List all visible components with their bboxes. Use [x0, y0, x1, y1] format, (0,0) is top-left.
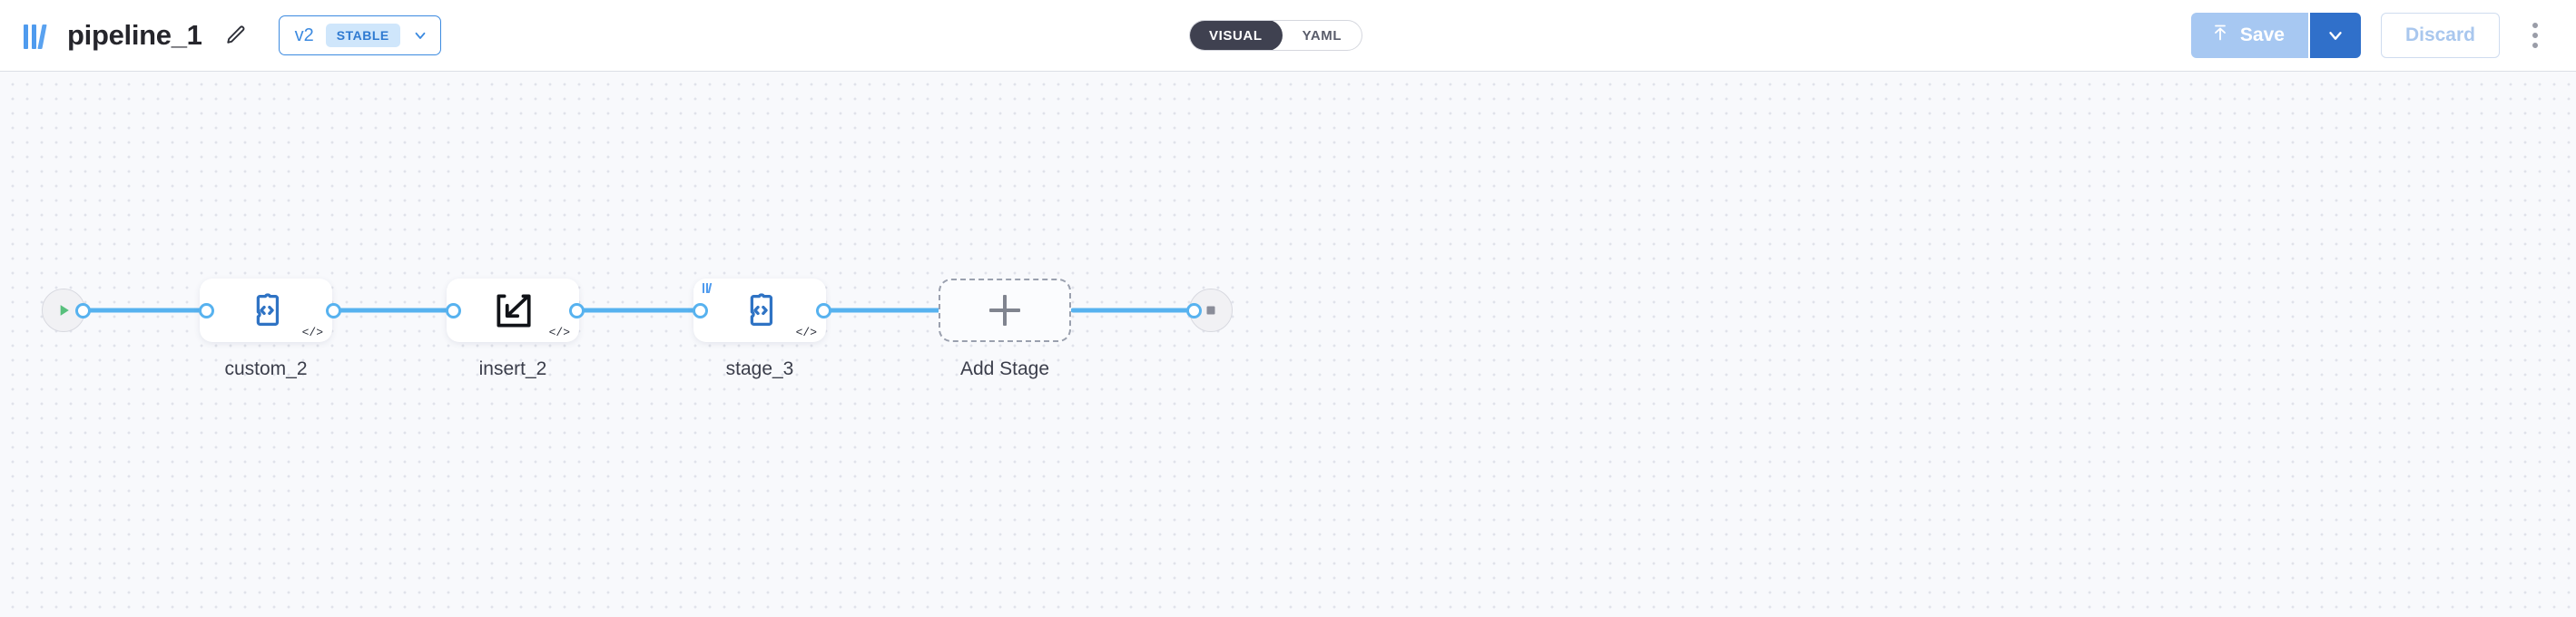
node-label: stage_3 [725, 358, 794, 379]
node-card[interactable]: </> [693, 279, 826, 342]
plus-icon [989, 295, 1020, 326]
node-card[interactable]: </> [200, 279, 332, 342]
insert_2-output-handle[interactable] [569, 303, 585, 318]
discard-button[interactable]: Discard [2380, 13, 2500, 58]
stage_3-output-handle[interactable] [816, 303, 831, 318]
save-divider [2307, 13, 2310, 58]
end-node-input-handle[interactable] [1186, 303, 1202, 318]
node-label: insert_2 [478, 358, 547, 379]
insert-arrow-icon [497, 294, 531, 328]
save-button-group: Save [2190, 13, 2361, 58]
stop-square-icon [1206, 306, 1215, 315]
pipeline-node-insert_2: </> insert_2 [447, 279, 579, 380]
code-badge: </> [548, 326, 570, 339]
insert_2-input-handle[interactable] [446, 303, 461, 318]
node-label: Add Stage [959, 358, 1050, 379]
edge-connectors [79, 308, 1195, 313]
upload-icon [2211, 23, 2229, 48]
kebab-menu-icon[interactable] [2520, 15, 2551, 55]
version-number: v2 [294, 24, 314, 45]
puzzle-code-icon [750, 293, 773, 326]
pipeline-canvas[interactable]: </> custom_2 </> insert_2 [0, 72, 2576, 617]
pencil-icon[interactable] [221, 20, 251, 51]
node-card[interactable]: </> [447, 279, 579, 342]
code-badge: </> [795, 326, 817, 339]
header-left-group: pipeline_1 v2 STABLE [24, 15, 441, 55]
save-button[interactable]: Save [2190, 13, 2308, 58]
page-title: pipeline_1 [67, 19, 202, 51]
pipeline-bars-logo-icon [703, 283, 713, 293]
version-selector[interactable]: v2 STABLE [278, 15, 441, 55]
tab-visual[interactable]: VISUAL [1190, 21, 1283, 50]
flow-graph: </> custom_2 </> insert_2 [0, 72, 2576, 617]
add-stage-button[interactable] [939, 279, 1071, 342]
custom_2-input-handle[interactable] [199, 303, 214, 318]
play-icon [60, 305, 69, 316]
status-badge: STABLE [325, 24, 400, 47]
node-label: custom_2 [224, 358, 308, 379]
pipeline-node-stage_3: </> stage_3 [693, 279, 826, 380]
view-mode-toggle[interactable]: VISUAL YAML [1189, 20, 1363, 51]
add-stage-node: Add Stage [939, 279, 1071, 380]
tab-yaml[interactable]: YAML [1302, 27, 1342, 44]
app-header: pipeline_1 v2 STABLE VISUAL YAML [0, 0, 2576, 72]
pipeline-bars-logo-icon [24, 22, 54, 49]
chevron-down-icon [412, 27, 428, 44]
header-actions: Save Discard [2190, 13, 2551, 58]
save-dropdown-button[interactable] [2309, 13, 2361, 58]
stage_3-input-handle[interactable] [693, 303, 708, 318]
custom_2-output-handle[interactable] [326, 303, 341, 318]
code-badge: </> [301, 326, 323, 339]
pipeline-node-custom_2: </> custom_2 [200, 279, 332, 380]
puzzle-code-icon [256, 293, 280, 326]
save-button-label: Save [2239, 24, 2285, 45]
start-node-output-handle[interactable] [75, 303, 91, 318]
